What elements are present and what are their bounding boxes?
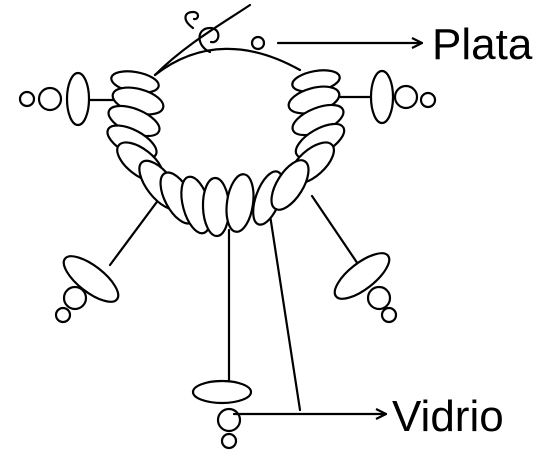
silver-bead (382, 308, 396, 322)
glass-bead (218, 409, 240, 431)
dangle-right (371, 71, 435, 123)
glass-bead (193, 381, 251, 403)
silver-bead (421, 93, 435, 107)
arc-wire (155, 49, 300, 75)
silver-bead (222, 434, 236, 448)
silver-label: Plata (432, 20, 533, 69)
silver-bead (20, 92, 34, 106)
glass-bead (371, 71, 393, 123)
glass-bead (64, 287, 86, 309)
arc-beads-bottom (132, 154, 316, 236)
dangle-lower-right (328, 245, 396, 322)
glass-label: Vidrio (392, 392, 504, 441)
silver-bead (56, 308, 70, 322)
dangle-left (20, 73, 89, 125)
glass-bead (39, 88, 61, 110)
glass-bead (67, 73, 89, 125)
glass-bead (223, 172, 257, 233)
glass-bead (395, 86, 417, 108)
silver-jump-ring (252, 37, 264, 49)
glass-bead (368, 287, 390, 309)
